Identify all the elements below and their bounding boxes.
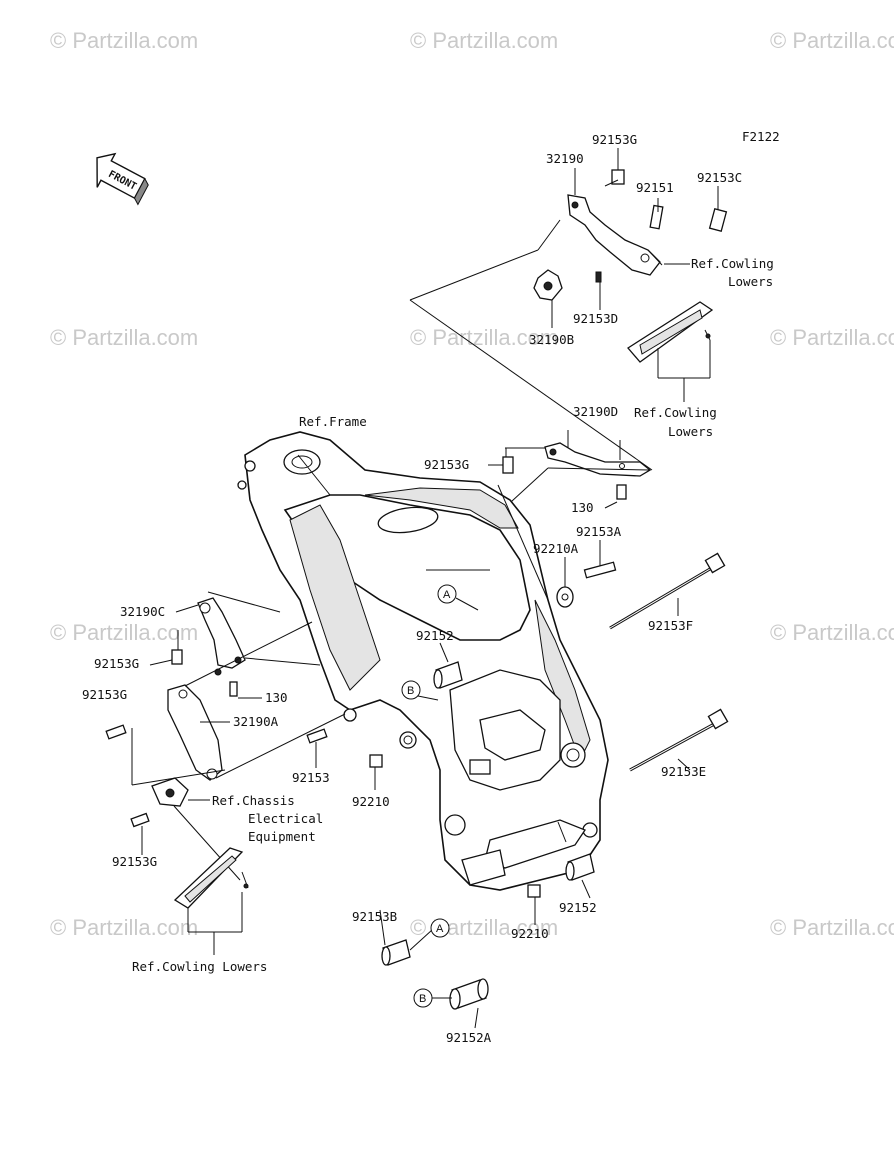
- label-ref-cowling-lowers-2: Ref.Cowling: [634, 405, 717, 420]
- part-labels: 92153G 32190 92151 92153C Ref.Cowling Lo…: [82, 132, 774, 1045]
- label-92153C: 92153C: [697, 170, 742, 185]
- callout-circle-a-bottom: A: [430, 918, 450, 938]
- label-32190B: 32190B: [529, 332, 574, 347]
- front-arrow-icon: FRONT: [96, 152, 149, 206]
- label-92153G-top: 92153G: [592, 132, 637, 147]
- label-32190A: 32190A: [233, 714, 279, 729]
- label-ref-cowling-lowers-2b: Lowers: [668, 424, 713, 439]
- label-ref-chassis-1: Ref.Chassis: [212, 793, 295, 808]
- label-92210-bot: 92210: [511, 926, 549, 941]
- label-92152-mid: 92152: [416, 628, 454, 643]
- label-ref-cowling-lowers-1b: Lowers: [728, 274, 773, 289]
- watermark-3: © Partzilla.com: [770, 28, 894, 53]
- label-130-left: 130: [265, 690, 288, 705]
- label-92153G-left2: 92153G: [82, 687, 127, 702]
- label-92152A: 92152A: [446, 1030, 492, 1045]
- label-92151: 92151: [636, 180, 674, 195]
- watermark-9: © Partzilla.com: [770, 620, 894, 645]
- sleeve-92152-mid: [433, 642, 463, 689]
- svg-text:B: B: [419, 993, 426, 1005]
- label-92153G-left3: 92153G: [112, 854, 157, 869]
- label-130-top: 130: [571, 500, 594, 515]
- watermark-6: © Partzilla.com: [770, 325, 894, 350]
- label-92153G-left1: 92153G: [94, 656, 139, 671]
- washer-bolt-92210A: [556, 540, 617, 608]
- figure-code: F2122: [742, 129, 780, 144]
- main-frame: [237, 431, 609, 891]
- label-92153E: 92153E: [661, 764, 706, 779]
- svg-text:A: A: [436, 923, 444, 935]
- label-32190C: 32190C: [120, 604, 165, 619]
- label-32190: 32190: [546, 151, 584, 166]
- left-brackets: [105, 591, 346, 881]
- callout-circle-a-frame: A: [437, 584, 457, 604]
- label-92153G-mid: 92153G: [424, 457, 469, 472]
- through-bolts: [609, 552, 729, 772]
- label-92153D: 92153D: [573, 311, 618, 326]
- lower-left-cowling: [173, 847, 249, 955]
- svg-text:A: A: [443, 589, 451, 601]
- bottom-sleeves: [306, 728, 595, 1029]
- label-92210A: 92210A: [533, 541, 579, 556]
- label-ref-cowling-lowers-3: Ref.Cowling Lowers: [132, 959, 267, 974]
- watermark-5: © Partzilla.com: [410, 325, 558, 350]
- watermark-10: © Partzilla.com: [50, 915, 198, 940]
- label-ref-cowling-lowers-1: Ref.Cowling: [691, 256, 774, 271]
- label-ref-chassis-3: Equipment: [248, 829, 316, 844]
- bracket-32190D: [488, 430, 652, 513]
- label-92153B: 92153B: [352, 909, 397, 924]
- label-32190D: 32190D: [573, 404, 618, 419]
- callout-circle-b-frame: B: [401, 680, 421, 700]
- label-ref-frame: Ref.Frame: [299, 414, 367, 429]
- watermark-1: © Partzilla.com: [50, 28, 198, 53]
- label-92153F: 92153F: [648, 618, 693, 633]
- watermark-12: © Partzilla.com: [770, 915, 894, 940]
- watermark-2: © Partzilla.com: [410, 28, 558, 53]
- label-92210-mid: 92210: [352, 794, 390, 809]
- upper-leaders: [409, 148, 719, 471]
- label-92153: 92153: [292, 770, 330, 785]
- svg-text:B: B: [407, 685, 414, 697]
- label-92153A: 92153A: [576, 524, 622, 539]
- callout-circle-b-bottom: B: [413, 988, 433, 1008]
- watermark-4: © Partzilla.com: [50, 325, 198, 350]
- watermark-7: © Partzilla.com: [50, 620, 198, 645]
- label-ref-chassis-2: Electrical: [248, 811, 323, 826]
- upper-bracket-assembly: [533, 169, 728, 363]
- label-92152-bot: 92152: [559, 900, 597, 915]
